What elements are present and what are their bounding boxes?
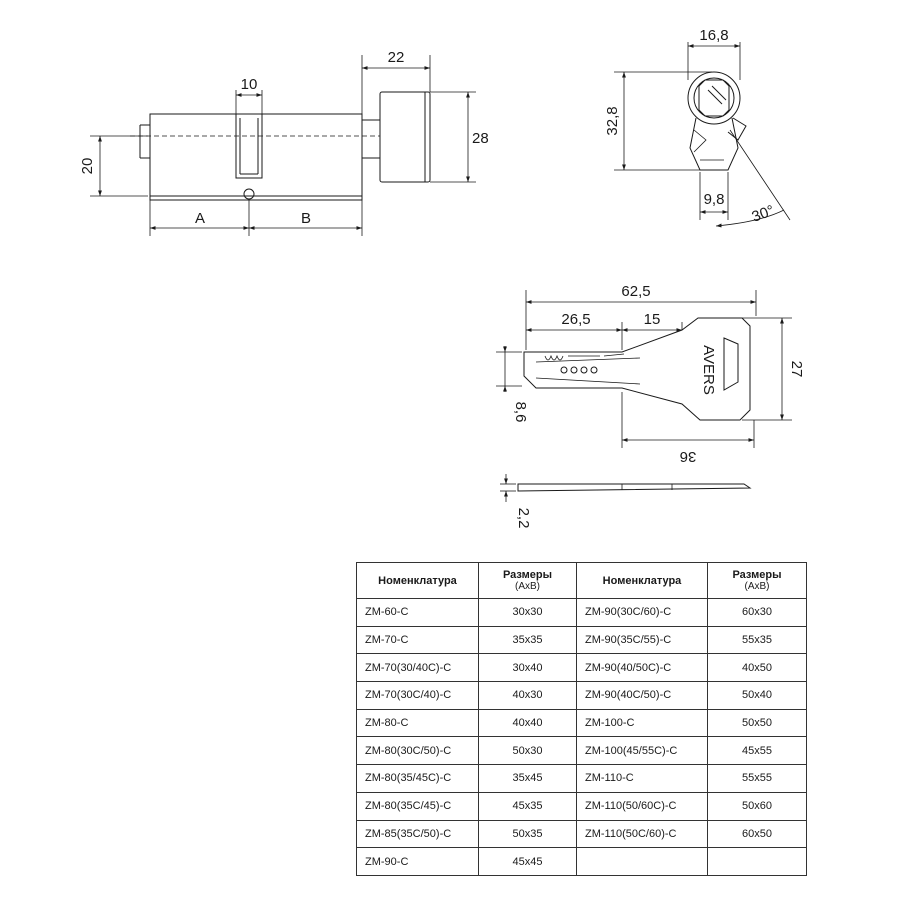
left-size-cell: 30x30: [478, 598, 577, 627]
header-size-left: Размеры(АхВ): [478, 562, 577, 599]
right-size-cell: 40x50: [707, 653, 807, 683]
technical-drawing: 10 22 28 20 A B: [79, 27, 805, 528]
knob-neck: [361, 119, 381, 159]
header-size-right: Размеры(АхВ): [707, 562, 807, 599]
right-size-cell: [707, 847, 807, 876]
right-name-cell: ZM-110(50/60C)-C: [576, 791, 708, 821]
dim-profile-width: 16,8: [699, 27, 728, 44]
dim-key-blade-height: 8,6: [512, 402, 529, 423]
header-name-left: Номенклатура: [356, 562, 479, 599]
left-name-cell: ZM-90-C: [356, 847, 479, 876]
left-name-cell: ZM-80(35C/45)-C: [356, 791, 479, 821]
left-size-cell: 45x45: [478, 847, 577, 876]
right-name-cell: ZM-110-C: [576, 764, 708, 793]
right-size-cell: 60x50: [707, 819, 807, 849]
right-name-cell: ZM-90(30C/60)-C: [576, 598, 708, 627]
left-size-cell: 50x35: [478, 819, 577, 849]
left-size-cell: 50x30: [478, 736, 577, 766]
right-name-cell: ZM-90(35C/55)-C: [576, 625, 708, 655]
dim-key-length: 62,5: [621, 283, 650, 300]
dim-body-height: 20: [79, 158, 96, 175]
left-name-cell: ZM-80(30C/50)-C: [356, 736, 479, 766]
key-edge-view: [517, 483, 752, 492]
left-name-cell: ZM-60-C: [356, 598, 479, 627]
right-size-cell: 50x40: [707, 681, 807, 710]
dim-cam-width: 10: [241, 76, 258, 93]
dim-profile-height: 32,8: [604, 106, 621, 135]
left-name-cell: ZM-80(35/45C)-C: [356, 764, 479, 793]
right-name-cell: ZM-110(50C/60)-C: [576, 819, 708, 849]
left-name-cell: ZM-70-C: [356, 625, 479, 655]
cam-block: [235, 113, 263, 179]
nomenclature-table: Номенклатура Размеры(АхВ) Номенклатура Р…: [356, 562, 807, 876]
left-size-cell: 35x45: [478, 764, 577, 793]
left-name-cell: ZM-70(30/40C)-C: [356, 653, 479, 683]
left-size-cell: 40x30: [478, 681, 577, 710]
screw-hole: [243, 188, 255, 200]
thumb-knob: [379, 91, 431, 183]
key-pin-holes: [560, 366, 598, 374]
left-size-cell: 40x40: [478, 708, 577, 738]
right-name-cell: ZM-100(45/55C)-C: [576, 736, 708, 766]
key-drawing: AVERS 62,5 26,5 15 27 8,6 36: [496, 283, 805, 528]
dim-knob-height: 28: [472, 130, 489, 147]
right-size-cell: 60x30: [707, 598, 807, 627]
right-size-cell: 45x55: [707, 736, 807, 766]
dim-key-segment-2: 15: [644, 311, 661, 328]
right-size-cell: 50x50: [707, 708, 807, 738]
right-name-cell: ZM-100-C: [576, 708, 708, 738]
key-outline: [523, 317, 751, 421]
header-name-right: Номенклатура: [576, 562, 708, 599]
cylinder-profile-view: 16,8 32,8 9,8 30°: [604, 27, 791, 228]
right-size-cell: 55x55: [707, 764, 807, 793]
dim-angle: 30°: [750, 202, 777, 226]
dim-cam-offset: 9,8: [704, 191, 725, 208]
right-name-cell: ZM-90(40/50C)-C: [576, 653, 708, 683]
left-size-cell: 30x40: [478, 653, 577, 683]
right-name-cell: ZM-90(40C/50)-C: [576, 681, 708, 710]
dim-label-b: B: [301, 210, 311, 227]
right-name-cell: [576, 847, 708, 876]
dim-knob-length: 22: [388, 49, 405, 66]
dim-key-thickness: 2,2: [515, 508, 532, 529]
dim-key-segment-1: 26,5: [561, 311, 590, 328]
left-name-cell: ZM-85(35C/50)-C: [356, 819, 479, 849]
key-brand-logo: AVERS: [700, 345, 717, 395]
left-size-cell: 35x35: [478, 625, 577, 655]
right-size-cell: 55x35: [707, 625, 807, 655]
cylinder-body: [149, 113, 363, 201]
dim-key-head-height: 27: [788, 361, 805, 378]
left-size-cell: 45x35: [478, 791, 577, 821]
left-name-cell: ZM-70(30C/40)-C: [356, 681, 479, 710]
right-size-cell: 50x60: [707, 791, 807, 821]
cylinder-side-view: 10 22 28 20 A B: [79, 49, 489, 236]
dim-key-blade-length: 36: [680, 448, 697, 465]
dim-label-a: A: [195, 210, 205, 227]
left-name-cell: ZM-80-C: [356, 708, 479, 738]
table-header-row: Номенклатура Размеры(АхВ) Номенклатура Р…: [356, 562, 807, 599]
